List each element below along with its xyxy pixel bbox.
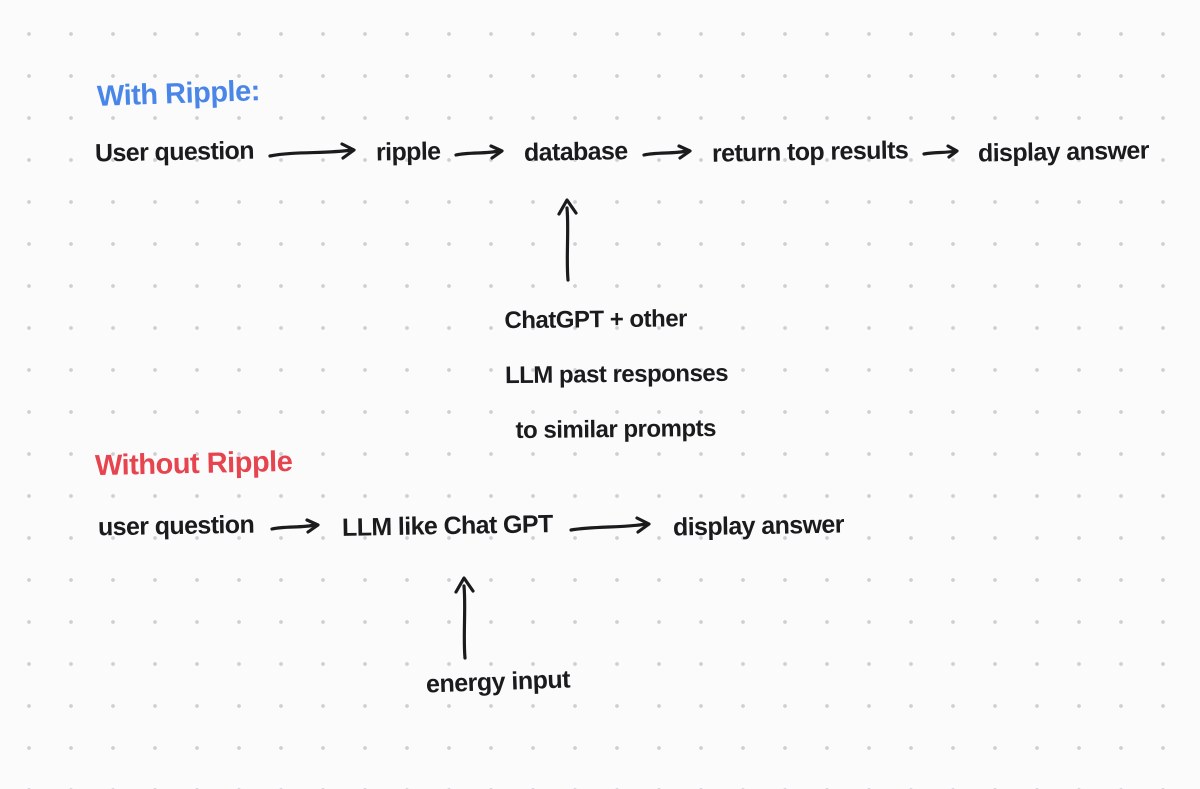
chatgpt-annotation: ChatGPT + other LLM past responses to si… [504, 291, 729, 458]
flow-node-llm-chatgpt: LLM like Chat GPT [341, 510, 554, 542]
flow-node-display-answer: display answer [977, 136, 1150, 168]
annotation-line: to similar prompts [515, 414, 717, 445]
with-ripple-heading: With Ripple: [96, 75, 261, 113]
flow-node-database: database [524, 137, 629, 167]
without-ripple-flow: user question LLM like Chat GPT display … [97, 510, 844, 542]
energy-input-label: energy input [425, 665, 571, 699]
flow-node-user-question: User question [94, 136, 255, 168]
arrow-up-icon [452, 574, 478, 660]
flow-node-ripple: ripple [375, 137, 441, 167]
arrow-right-icon [641, 143, 699, 163]
with-ripple-flow: User question ripple database return top… [94, 136, 1150, 168]
arrow-right-icon [921, 143, 965, 163]
flow-node-display-answer-2: display answer [672, 510, 844, 542]
without-ripple-heading: Without Ripple [94, 445, 293, 483]
arrow-right-icon [269, 517, 327, 537]
flow-node-return-top-results: return top results [711, 136, 909, 168]
arrow-right-icon [568, 515, 658, 538]
flow-node-user-question-2: user question [97, 510, 255, 542]
arrow-right-icon [453, 143, 511, 163]
annotation-line: ChatGPT + other [504, 305, 688, 335]
arrow-up-icon [555, 196, 581, 282]
annotation-line: LLM past responses [504, 359, 729, 390]
arrow-right-icon [267, 141, 363, 164]
